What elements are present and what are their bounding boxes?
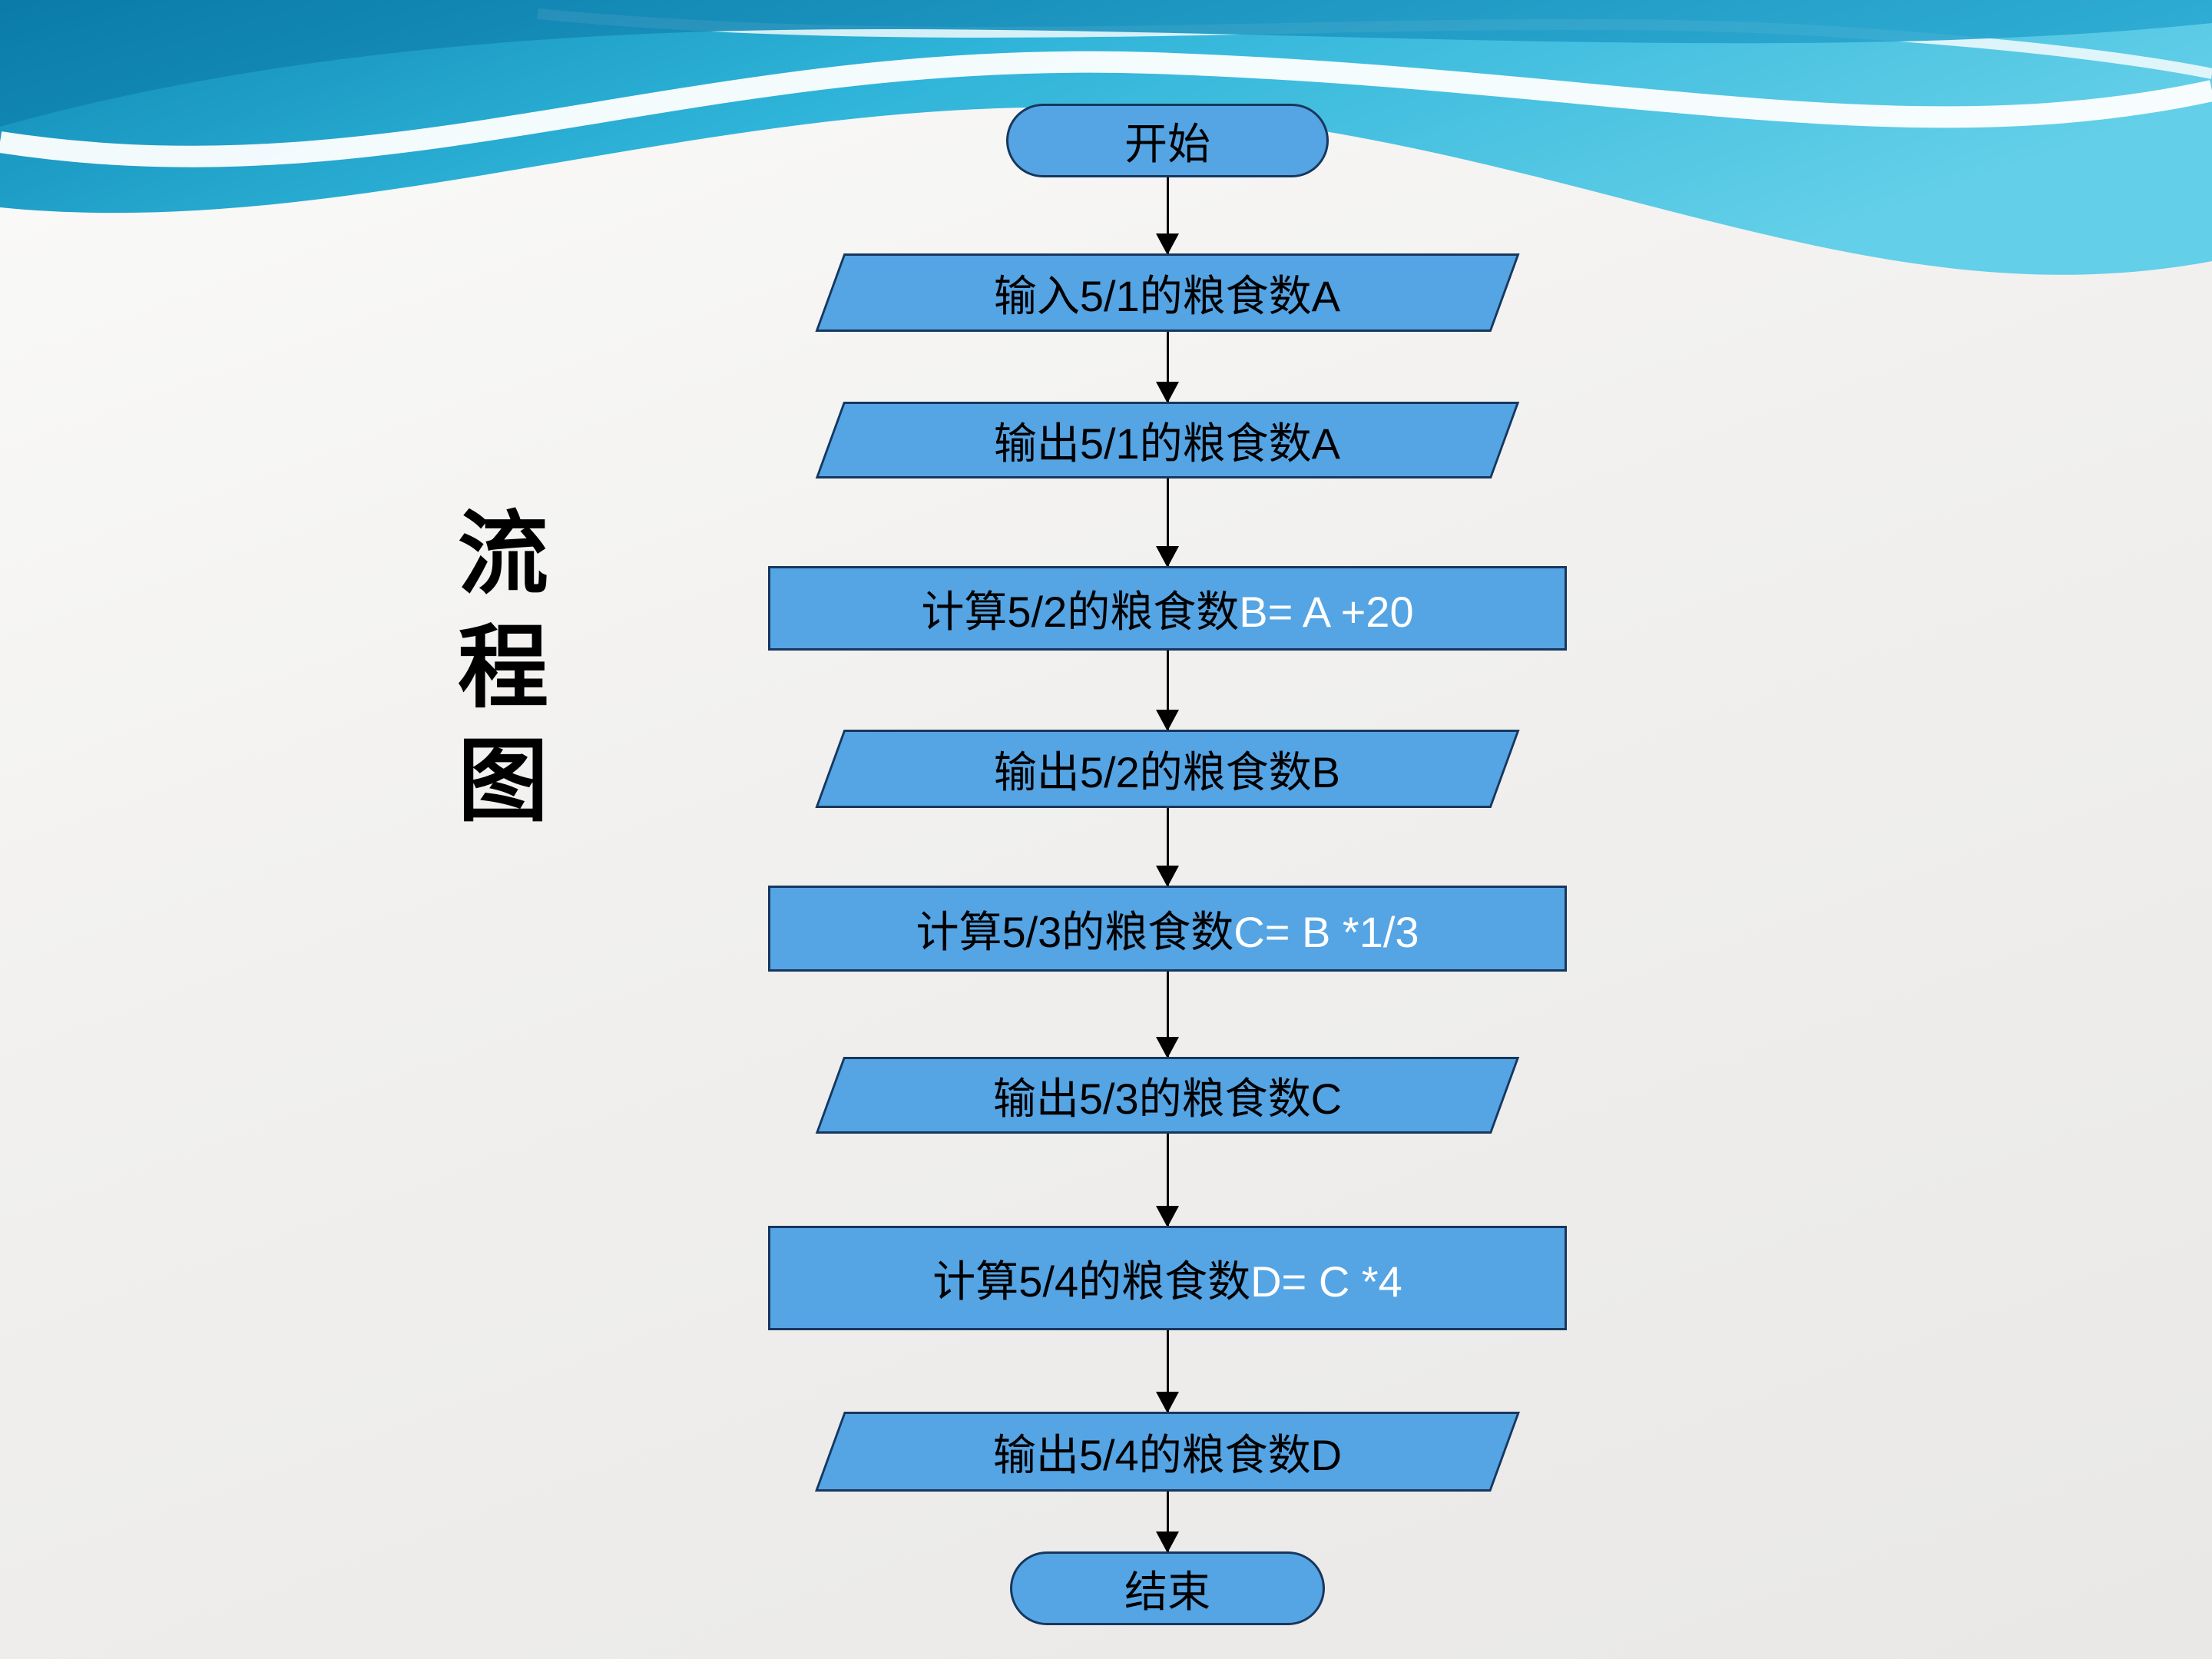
flow-arrow xyxy=(1166,1492,1169,1551)
flow-node-calc-d: 计算5/4的粮食数D= C *4 xyxy=(768,1226,1567,1330)
title-char: 流 xyxy=(457,500,548,607)
flow-arrow xyxy=(1166,808,1169,886)
flow-node-output-a: 输出5/1的粮食数A xyxy=(815,402,1520,478)
title-char: 图 xyxy=(457,727,548,834)
flow-node-output-b: 输出5/2的粮食数B xyxy=(815,730,1520,808)
node-formula: D= C *4 xyxy=(1250,1257,1402,1306)
node-label: 输出5/4的粮食数D xyxy=(992,1430,1343,1479)
flow-arrow xyxy=(1166,1134,1169,1226)
node-label: 输出5/3的粮食数C xyxy=(992,1074,1343,1123)
node-label: 输出5/2的粮食数B xyxy=(994,747,1341,796)
flow-node-output-c: 输出5/3的粮食数C xyxy=(815,1057,1520,1134)
flow-arrow xyxy=(1166,332,1169,402)
flow-arrow xyxy=(1166,972,1169,1057)
node-label: 输入5/1的粮食数A xyxy=(994,271,1341,320)
flow-node-end: 结束 xyxy=(1010,1551,1325,1625)
flow-node-calc-c: 计算5/3的粮食数C= B *1/3 xyxy=(768,886,1567,972)
node-label-text: 计算5/3的粮食数 xyxy=(916,907,1234,956)
flow-node-output-d: 输出5/4的粮食数D xyxy=(815,1412,1520,1492)
flow-node-calc-b: 计算5/2的粮食数B= A +20 xyxy=(768,566,1567,651)
page-title: 流 程 图 xyxy=(449,508,557,826)
node-label: 开始 xyxy=(1124,119,1210,168)
title-char: 程 xyxy=(457,614,548,720)
flow-node-start: 开始 xyxy=(1006,104,1329,177)
node-label-text: 计算5/2的粮食数 xyxy=(921,587,1240,636)
node-formula: B= A +20 xyxy=(1239,587,1414,636)
flow-node-input-a: 输入5/1的粮食数A xyxy=(815,253,1520,332)
node-formula: C= B *1/3 xyxy=(1233,907,1419,956)
node-label-text: 计算5/4的粮食数 xyxy=(932,1257,1251,1306)
flow-arrow xyxy=(1166,1330,1169,1412)
flow-arrow xyxy=(1166,651,1169,730)
node-label: 计算5/3的粮食数C= B *1/3 xyxy=(916,898,1419,960)
node-label: 计算5/2的粮食数B= A +20 xyxy=(921,578,1413,640)
node-label: 计算5/4的粮食数D= C *4 xyxy=(932,1247,1402,1310)
flow-arrow xyxy=(1166,478,1169,566)
flow-arrow xyxy=(1166,177,1169,253)
node-label: 输出5/1的粮食数A xyxy=(994,419,1341,468)
node-label: 结束 xyxy=(1124,1567,1210,1616)
